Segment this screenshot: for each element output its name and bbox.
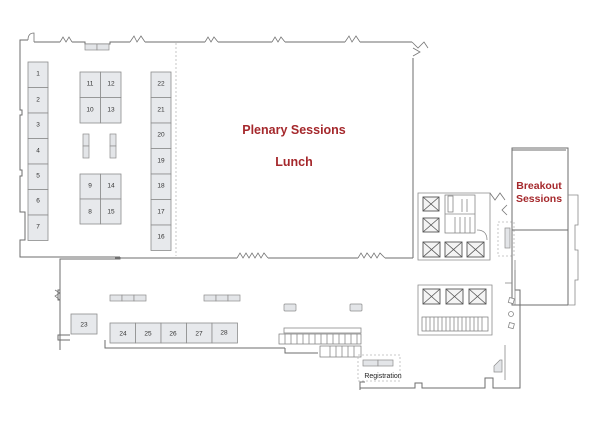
elevator-icon	[422, 241, 441, 258]
doors-top	[27, 32, 386, 301]
booth-number: 6	[36, 198, 40, 205]
booth-number: 14	[107, 183, 115, 190]
booth-number: 19	[157, 158, 165, 165]
booth-block-lower: 9 14 8 15	[79, 173, 122, 225]
lunch-label: Lunch	[275, 155, 313, 169]
door-icon	[129, 35, 146, 43]
table-icon	[133, 294, 147, 302]
booth-16[interactable]	[150, 224, 172, 251]
booth-number: 1	[36, 71, 40, 78]
door-icon	[489, 192, 508, 216]
elevator-icon	[422, 196, 440, 212]
booth-13[interactable]	[100, 97, 122, 124]
sessions-label: Sessions	[516, 193, 562, 205]
fixtures	[493, 260, 516, 380]
booth-number: 4	[36, 148, 40, 155]
booth-number: 13	[107, 107, 115, 114]
table-icon	[349, 303, 363, 312]
booth-number: 9	[88, 183, 92, 190]
booth-15[interactable]	[100, 198, 122, 225]
booth-number: 5	[36, 173, 40, 180]
elevator-icon	[422, 217, 440, 233]
tables-top	[82, 43, 363, 312]
booth-block-upper: 11 12 10 13	[79, 71, 122, 124]
booth-number: 2	[36, 97, 40, 104]
elevator-icon	[466, 241, 485, 258]
registration-area: Registration	[357, 354, 402, 389]
booth-number: 27	[195, 331, 203, 338]
table-icon	[203, 294, 217, 302]
booth-number: 21	[157, 107, 165, 114]
booth-number: 11	[87, 81, 94, 88]
booth-28[interactable]	[211, 322, 238, 344]
booth-row-lower: 23 24 25 26 27 28	[70, 313, 238, 344]
door-icon	[59, 36, 73, 43]
stairs-icon	[319, 345, 362, 358]
table-icon	[504, 227, 511, 249]
table-icon	[109, 145, 117, 159]
booth-number: 3	[36, 122, 40, 129]
door-icon	[236, 252, 269, 259]
table-icon	[82, 133, 90, 147]
booth-number: 16	[157, 234, 165, 241]
service-core	[417, 192, 515, 261]
door-icon	[344, 35, 361, 43]
booth-number: 25	[144, 331, 152, 338]
booth-number: 12	[107, 81, 115, 88]
escalator-area	[278, 327, 362, 358]
table-icon	[227, 294, 241, 302]
booth-number: 20	[157, 132, 165, 139]
booth-number: 18	[157, 183, 165, 190]
booth-number: 26	[169, 331, 177, 338]
booth-7[interactable]	[27, 214, 49, 241]
booth-column-right: 22 21 20 19 18 17 16	[150, 71, 172, 251]
elevator-icon	[422, 288, 441, 305]
plenary-sessions-label: Plenary Sessions	[242, 123, 346, 137]
table-icon	[82, 145, 90, 159]
door-icon	[54, 289, 61, 301]
booth-number: 23	[80, 322, 88, 329]
door-icon	[357, 252, 386, 259]
elevator-icon	[445, 288, 464, 305]
registration-label: Registration	[364, 373, 401, 380]
booth-number: 28	[220, 330, 228, 337]
booth-number: 22	[157, 81, 165, 88]
registration-desk	[377, 359, 394, 367]
breakout-label: Breakout	[516, 180, 562, 192]
booth-number: 17	[157, 209, 165, 216]
stairs-icon	[421, 316, 489, 332]
stairs-icon	[278, 333, 362, 345]
table-icon	[109, 294, 123, 302]
door-icon	[204, 36, 219, 43]
table-icon	[283, 303, 297, 312]
elevator-icon	[468, 288, 487, 305]
booth-number: 24	[119, 331, 127, 338]
booth-number: 15	[107, 209, 115, 216]
table-icon	[109, 133, 117, 147]
table-icon	[121, 294, 135, 302]
booth-number: 7	[36, 224, 40, 231]
table-icon	[84, 43, 98, 51]
lower-core	[417, 284, 493, 336]
table-icon	[215, 294, 229, 302]
registration-desk	[362, 359, 379, 367]
elevator-icon	[444, 241, 463, 258]
door-icon	[271, 36, 286, 43]
door-icon	[27, 32, 35, 42]
booth-number: 8	[88, 209, 92, 216]
booth-23[interactable]	[70, 313, 98, 335]
booth-number: 10	[86, 107, 94, 114]
booth-column-left: 1 2 3 4 5 6 7	[27, 61, 49, 241]
table-icon	[96, 43, 110, 51]
stairs-icon	[444, 194, 476, 234]
breakout-room	[505, 147, 579, 306]
